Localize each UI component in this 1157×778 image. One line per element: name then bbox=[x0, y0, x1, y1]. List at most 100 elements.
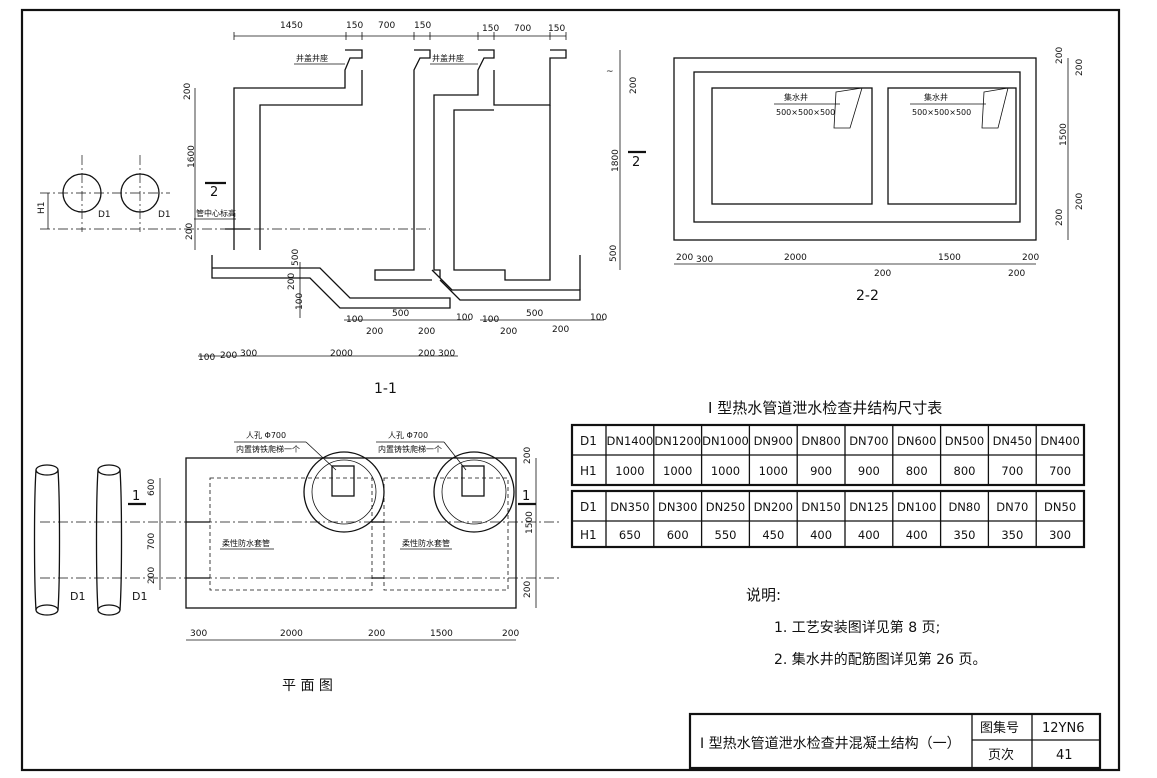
table-row2-d-cell: DN350 bbox=[610, 500, 649, 514]
dim-small-200: 200 bbox=[287, 273, 297, 290]
table-row1-h-cell: 1000 bbox=[615, 464, 644, 478]
table-row2-h-cell: 350 bbox=[954, 528, 976, 542]
plan-right-200b: 200 bbox=[523, 581, 533, 598]
table-row1-h-cell: 900 bbox=[810, 464, 832, 478]
table-row1-h-cell: 1000 bbox=[759, 464, 788, 478]
base-l-200a: 200 bbox=[366, 327, 383, 337]
table-row2-d-cell: DN70 bbox=[996, 500, 1028, 514]
table-row2-d-cell: DN80 bbox=[948, 500, 980, 514]
plan-left-600: 600 bbox=[147, 479, 157, 496]
plan-pipe-d1-b: D1 bbox=[132, 590, 147, 603]
plan-section-mark-right: 1 bbox=[522, 489, 530, 504]
ladder-1 bbox=[331, 465, 355, 497]
plan-pipe-d1-a: D1 bbox=[70, 590, 85, 603]
dim-right-1800: 1800 bbox=[611, 149, 621, 172]
dim-150a: 150 bbox=[346, 21, 363, 31]
s22-bot-1500: 1500 bbox=[938, 253, 961, 263]
dim-150d: 150 bbox=[548, 24, 565, 34]
pipe-label-d1-a: D1 bbox=[98, 210, 111, 220]
notes-heading: 说明: bbox=[746, 586, 781, 604]
table-row2-h-cell: 650 bbox=[619, 528, 641, 542]
s22-bot-200c: 200 bbox=[1008, 269, 1025, 279]
cover-seat-right: 井盖井座 bbox=[432, 53, 464, 63]
base-r-200b: 200 bbox=[552, 325, 569, 335]
bot-300b: 300 bbox=[438, 349, 455, 359]
plan-bot-200a: 200 bbox=[368, 629, 385, 639]
s22-right-200d: 200 bbox=[1075, 193, 1085, 210]
base-r-200a: 200 bbox=[500, 327, 517, 337]
bot-200a: 200 bbox=[220, 351, 237, 361]
table-row2-h-label: H1 bbox=[580, 528, 597, 542]
plan-section-mark-left: 1 bbox=[132, 489, 140, 504]
base-r-100a: 100 bbox=[482, 315, 499, 325]
table-row1-d-cell: DN600 bbox=[897, 434, 936, 448]
manhole-1 bbox=[303, 451, 385, 533]
table-row2-h-cell: 400 bbox=[906, 528, 928, 542]
table-row2-h-cell: 450 bbox=[762, 528, 784, 542]
s22-right-200b: 200 bbox=[1075, 59, 1085, 76]
table-row1-d-cell: DN900 bbox=[754, 434, 793, 448]
section-mark-2-left: 2 bbox=[210, 185, 218, 200]
plan-bot-2000: 2000 bbox=[280, 629, 303, 639]
table-row2-h-cell: 550 bbox=[715, 528, 737, 542]
sump-label-2: 集水井 bbox=[924, 92, 948, 102]
section-2-2: 集水井 500×500×500 集水井 500×500×500 200 200 … bbox=[673, 47, 1085, 304]
dim-150c: 150 bbox=[482, 24, 499, 34]
dim-right-500: 500 bbox=[609, 245, 619, 262]
bot-2000: 2000 bbox=[330, 349, 353, 359]
sleeve-label-1: 柔性防水套管 bbox=[222, 538, 270, 548]
dim-small-100: 100 bbox=[295, 293, 305, 310]
plan-bot-200b: 200 bbox=[502, 629, 519, 639]
section-mark-2-right: 2 bbox=[632, 155, 640, 170]
h1-label: H1 bbox=[37, 202, 47, 215]
sump-size-1: 500×500×500 bbox=[776, 108, 835, 117]
table-row2-h-cell: 350 bbox=[1001, 528, 1023, 542]
s22-bot-2000: 2000 bbox=[784, 253, 807, 263]
plan-bot-300: 300 bbox=[190, 629, 207, 639]
dim-150b: 150 bbox=[414, 21, 431, 31]
table-row1-h-cell: 800 bbox=[906, 464, 928, 478]
table-row2-d-label: D1 bbox=[580, 500, 597, 514]
table-row2-d-cell: DN50 bbox=[1044, 500, 1076, 514]
table-row2-h-cell: 400 bbox=[810, 528, 832, 542]
pipe-center-label: 管中心标高 bbox=[196, 208, 236, 218]
table-row2-h-cell: 600 bbox=[667, 528, 689, 542]
bot-300a: 300 bbox=[240, 349, 257, 359]
s22-right-1500: 1500 bbox=[1059, 123, 1069, 146]
table-row1-d-cell: DN500 bbox=[945, 434, 984, 448]
dim-left-1600: 1600 bbox=[187, 145, 197, 168]
base-l-500: 500 bbox=[392, 309, 409, 319]
note-2: 2. 集水井的配筋图详见第 26 页。 bbox=[774, 651, 987, 668]
dim-left-200a: 200 bbox=[183, 83, 193, 100]
table-row1-h-cell: 1000 bbox=[711, 464, 740, 478]
dim-small-500: 500 bbox=[291, 249, 301, 266]
cover-seat-left: 井盖井座 bbox=[296, 53, 328, 63]
atlas-label: 图集号 bbox=[980, 720, 1019, 736]
title-block: I 型热水管道泄水检查井混凝土结构（一） 图集号 12YN6 页次 41 bbox=[688, 712, 1102, 770]
plan-right-1500: 1500 bbox=[525, 511, 535, 534]
plan-left-700: 700 bbox=[147, 533, 157, 550]
table-row1-d-label: D1 bbox=[580, 434, 597, 448]
bot-100: 100 bbox=[198, 353, 215, 363]
plan-right-200a: 200 bbox=[523, 447, 533, 464]
dim-right-tilde: ~ bbox=[606, 67, 614, 77]
table-row2-h-cell: 400 bbox=[858, 528, 880, 542]
manhole-label-2: 人孔 Φ700 bbox=[388, 431, 428, 440]
section-title-2-2: 2-2 bbox=[856, 288, 879, 304]
table-row2-h-cell: 300 bbox=[1049, 528, 1071, 542]
table-row2-d-cell: DN150 bbox=[801, 500, 840, 514]
dim-right-200: 200 bbox=[629, 77, 639, 94]
base-l-100b: 100 bbox=[456, 313, 473, 323]
ladder-label-2: 内置铸铁爬梯一个 bbox=[378, 444, 442, 454]
table-row2-d-cell: DN125 bbox=[849, 500, 888, 514]
table-row1-h-cell: 900 bbox=[858, 464, 880, 478]
s22-right-200a: 200 bbox=[1055, 47, 1065, 64]
plan-left-200: 200 bbox=[147, 567, 157, 584]
ladder-2 bbox=[461, 465, 485, 497]
manhole-2 bbox=[433, 451, 515, 533]
s22-bot-200b: 200 bbox=[874, 269, 891, 279]
s22-bot-200a: 200 bbox=[676, 253, 693, 263]
notes: 说明: 1. 工艺安装图详见第 8 页; 2. 集水井的配筋图详见第 26 页。 bbox=[746, 586, 987, 668]
table-row2-d-cell: DN250 bbox=[706, 500, 745, 514]
